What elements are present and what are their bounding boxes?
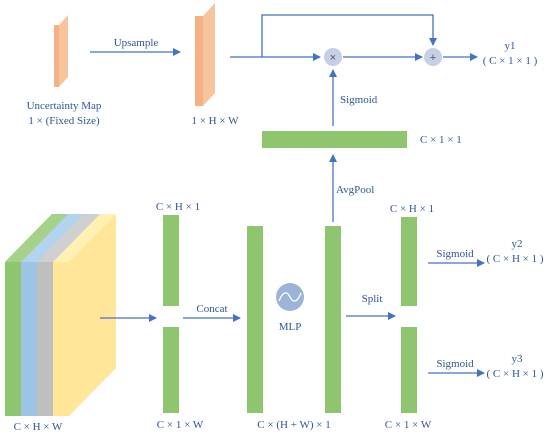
residual-arrow: [261, 14, 437, 57]
feature-cube-label: C × H × W: [14, 421, 63, 433]
feature-cube: [5, 214, 116, 416]
sigmoid-top-label: Sigmoid: [340, 94, 378, 106]
output3-name: y3: [512, 353, 524, 365]
upsampled-map-block: [195, 3, 215, 106]
concat-output-label: C × (H + W) × 1: [257, 419, 330, 431]
add-node: [424, 48, 442, 66]
uncertainty-map-block: [54, 15, 68, 87]
mlp-output-bar: [325, 226, 341, 413]
channel-vector-label: C × 1 × 1: [420, 134, 462, 146]
sigmoid-bottom-label: Sigmoid: [436, 358, 474, 370]
sigmoid-mid-label: Sigmoid: [436, 248, 474, 260]
avgpool-label: AvgPool: [336, 184, 374, 196]
channel-vector-bar: [262, 131, 407, 148]
split-output-top-label: C × H × 1: [390, 203, 434, 215]
split-output-bottom-bar: [401, 327, 417, 413]
upsampled-map-label: 1 × H × W: [191, 115, 239, 127]
split-output-bottom-label: C × 1 × W: [385, 419, 432, 431]
split-output-top-bar: [401, 217, 417, 306]
output1-shape: ( C × 1 × 1 ): [483, 55, 538, 67]
uncertainty-map-title: Uncertainty Map: [27, 100, 102, 112]
concat-input-top-bar: [163, 215, 179, 306]
upsample-label: Upsample: [114, 37, 159, 49]
concat-label: Concat: [196, 303, 227, 315]
concat-output-bar: [247, 226, 263, 413]
concat-input-bottom-bar: [163, 327, 179, 413]
add-symbol: +: [430, 52, 436, 64]
concat-input-top-label: C × H × 1: [156, 201, 200, 213]
concat-input-bottom-label: C × 1 × W: [157, 419, 204, 431]
output2-shape: ( C × H × 1 ): [486, 253, 543, 265]
multiply-node: [324, 48, 342, 66]
output3-shape: ( C × H × 1 ): [486, 368, 543, 380]
mlp-icon: [276, 283, 304, 311]
multiply-symbol: ×: [330, 52, 336, 64]
output1-name: y1: [505, 40, 516, 52]
output2-name: y2: [512, 238, 523, 250]
split-label: Split: [362, 293, 383, 305]
mlp-label: MLP: [279, 321, 302, 333]
uncertainty-map-subtitle: 1 × (Fixed Size): [28, 115, 100, 127]
